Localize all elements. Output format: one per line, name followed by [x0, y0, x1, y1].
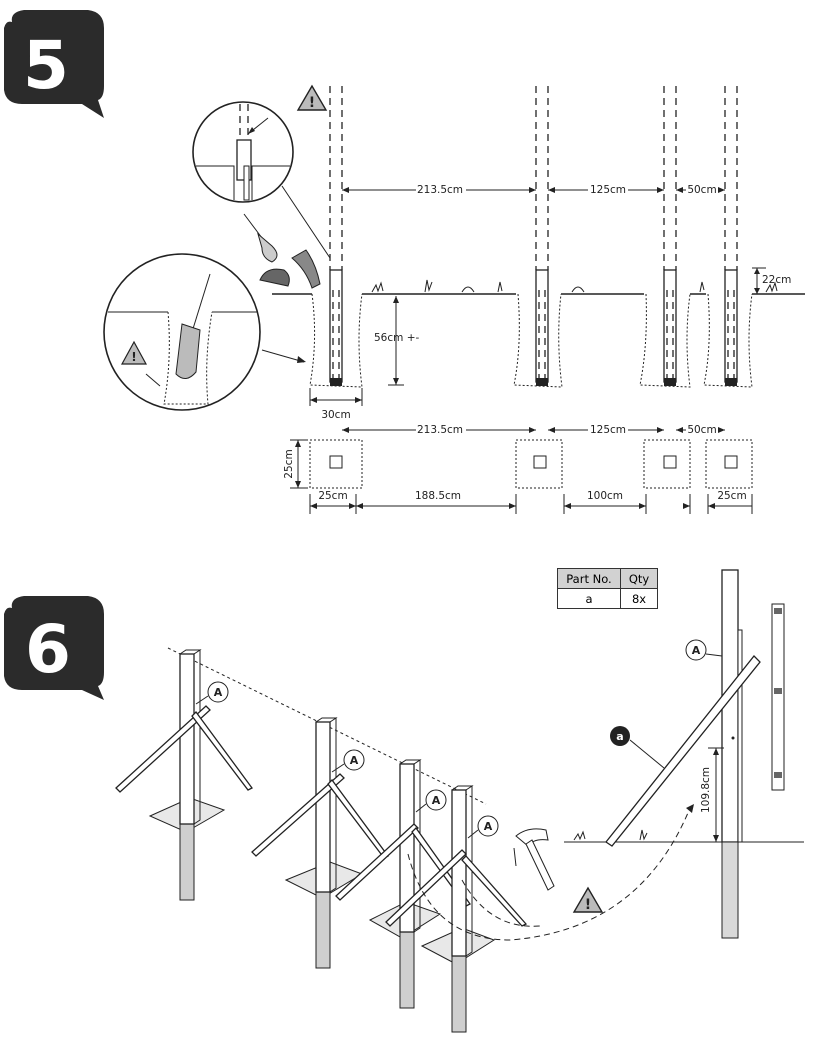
detail-post-label: A: [692, 644, 701, 657]
warning-icon: !: [296, 84, 328, 111]
step-6-badge: 6: [4, 596, 104, 700]
dim-top-3: 50cm: [687, 184, 716, 196]
brace-height-dim: 109.8cm: [700, 767, 712, 813]
plan-bottom-3: 100cm: [587, 490, 623, 502]
concrete-bag-icon: [259, 249, 321, 289]
post-label-4: A: [484, 820, 493, 833]
post-label-1: A: [214, 686, 223, 699]
post-label-2: A: [350, 754, 359, 767]
step-5-plan: 213.5cm 125cm 50cm 25cm 25cm 188.5cm 100…: [283, 422, 753, 514]
hammer-icon: [513, 828, 555, 891]
svg-text:!: !: [309, 95, 315, 111]
plan-dim-1: 213.5cm: [417, 424, 463, 436]
dim-top-1: 213.5cm: [417, 184, 463, 196]
dim-hole-width: 30cm: [321, 409, 350, 421]
warning-icon: !: [572, 886, 604, 913]
post-label-3: A: [432, 794, 441, 807]
table-header-part-no: Part No.: [557, 568, 621, 589]
detail-circle-top: [192, 101, 331, 259]
dim-top-2: 125cm: [590, 184, 626, 196]
svg-text:!: !: [131, 350, 136, 364]
step-5-elevation: 213.5cm 125cm 50cm 22cm 56cm +- 30cm !: [103, 84, 805, 421]
plan-dim-3: 50cm: [687, 424, 716, 436]
plan-bottom-1: 25cm: [318, 490, 347, 502]
dim-depth: 56cm +-: [374, 332, 419, 344]
table-cell-qty: 8x: [620, 588, 658, 609]
spirit-level-icon: [771, 603, 785, 791]
parts-table: Part No. Qty a 8x: [557, 568, 658, 609]
step-5-number: 5: [23, 27, 69, 104]
shovel-icon: [243, 213, 278, 263]
detail-part-label: a: [616, 730, 623, 743]
detail-circle-bottom: !: [103, 253, 306, 411]
step-6-perspective: A A A A !: [115, 647, 694, 1033]
dim-above-ground: 22cm: [762, 274, 791, 286]
step-6-number: 6: [25, 611, 71, 688]
plan-bottom-2: 188.5cm: [415, 490, 461, 502]
step-5-badge: 5: [4, 10, 104, 118]
plan-bottom-4: 25cm: [717, 490, 746, 502]
table-cell-part: a: [557, 588, 621, 609]
table-header-qty: Qty: [620, 568, 658, 589]
svg-text:!: !: [585, 897, 591, 913]
step-6-detail: 109.8cm A a: [564, 569, 804, 939]
plan-dim-side: 25cm: [283, 449, 295, 478]
plan-dim-2: 125cm: [590, 424, 626, 436]
